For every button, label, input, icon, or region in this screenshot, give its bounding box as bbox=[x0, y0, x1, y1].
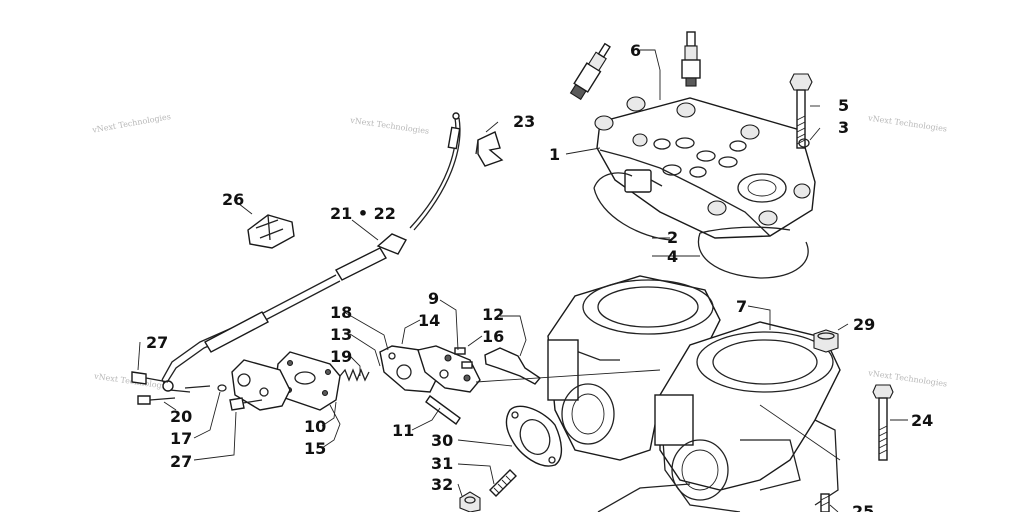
cylinders bbox=[547, 275, 841, 513]
head-gaskets bbox=[593, 172, 809, 279]
callout-9: 9 bbox=[428, 289, 439, 308]
callout-26: 26 bbox=[222, 190, 244, 209]
oil-pump-assembly bbox=[131, 345, 661, 425]
callout-18: 18 bbox=[330, 303, 352, 322]
throttle-cable bbox=[161, 112, 461, 393]
leader-lines bbox=[137, 49, 908, 513]
nut-29 bbox=[813, 329, 839, 353]
callout-30: 30 bbox=[431, 431, 453, 450]
callout-6: 6 bbox=[630, 41, 641, 60]
callout-13: 13 bbox=[330, 325, 352, 344]
callout-21-22: 21 • 22 bbox=[330, 204, 396, 223]
callout-32: 32 bbox=[431, 475, 453, 494]
cylinder-head bbox=[594, 96, 816, 239]
callout-4: 4 bbox=[667, 247, 678, 266]
callout-25: 25 bbox=[852, 502, 874, 512]
callout-20: 20 bbox=[170, 407, 192, 426]
stud-25 bbox=[820, 493, 830, 513]
callout-2: 2 bbox=[667, 228, 678, 247]
callout-16: 16 bbox=[482, 327, 504, 346]
callout-12: 12 bbox=[482, 305, 504, 324]
callout-23: 23 bbox=[513, 112, 535, 131]
spark-plugs bbox=[569, 31, 701, 101]
callout-31: 31 bbox=[431, 454, 453, 473]
callout-27-top: 27 bbox=[146, 333, 168, 352]
callout-1: 1 bbox=[549, 145, 560, 164]
callout-27-bottom: 27 bbox=[170, 452, 192, 471]
callout-5: 5 bbox=[838, 96, 849, 115]
base-gasket bbox=[597, 483, 691, 513]
callout-15: 15 bbox=[304, 439, 326, 458]
callout-11: 11 bbox=[392, 421, 414, 440]
nut-32 bbox=[459, 491, 481, 513]
callout-10: 10 bbox=[304, 417, 326, 436]
watermark-2: vNext Technologies bbox=[349, 116, 430, 136]
callout-3: 3 bbox=[838, 118, 849, 137]
callout-19: 19 bbox=[330, 347, 352, 366]
watermark-1: vNext Technologies bbox=[91, 112, 172, 135]
callout-17: 17 bbox=[170, 429, 192, 448]
stud-31 bbox=[489, 469, 517, 497]
clip-26 bbox=[247, 214, 295, 249]
callout-24: 24 bbox=[911, 411, 933, 430]
callout-14: 14 bbox=[418, 311, 440, 330]
watermark-4: vNext Technologies bbox=[867, 113, 948, 133]
callout-29: 29 bbox=[853, 315, 875, 334]
bracket-23 bbox=[475, 131, 504, 167]
callout-7: 7 bbox=[736, 297, 747, 316]
head-bolt bbox=[789, 73, 813, 149]
stud-24 bbox=[872, 384, 894, 461]
exhaust-gasket bbox=[505, 405, 563, 467]
